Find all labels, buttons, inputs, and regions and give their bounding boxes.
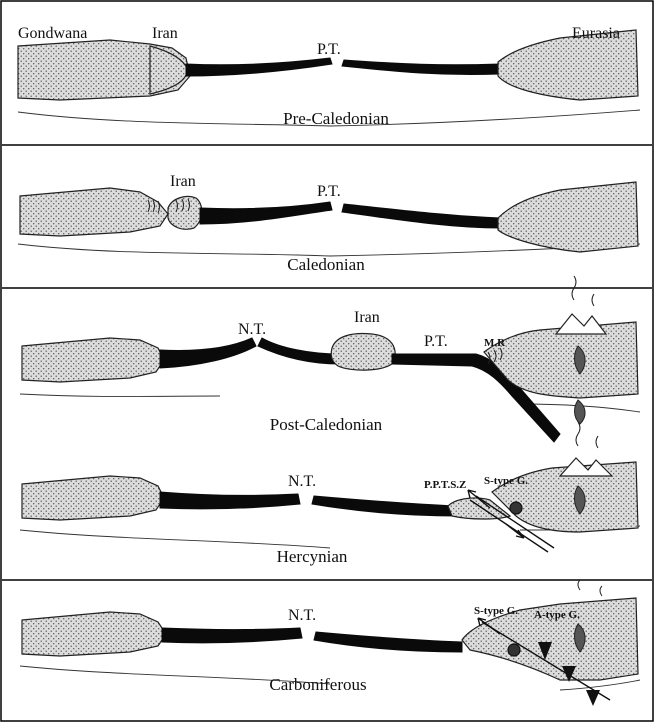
label-s-type-g: S-type G. xyxy=(484,475,528,487)
label-pt: P.T. xyxy=(424,333,448,350)
label-mr: M.R xyxy=(484,337,506,349)
label-nt: N.T. xyxy=(288,607,316,624)
panel-pre-caledonian: Gondwana Iran P.T. Eurasia Pre-Caledonia… xyxy=(18,25,640,128)
label-iran: Iran xyxy=(152,25,178,42)
panel-carboniferous: N.T. S-type G. A-type G. Carboniferous xyxy=(20,580,640,706)
magma-drop-icon xyxy=(575,400,586,424)
ocean-slab-right xyxy=(312,496,456,516)
label-iran: Iran xyxy=(170,173,196,190)
panel-hercynian: N.T. P.P.T.S.Z S-type G. Hercynian xyxy=(20,422,640,566)
panel-post-caledonian: N.T. Iran P.T. M.R Post-Caledonian xyxy=(20,276,640,442)
smoke-icon xyxy=(592,294,594,306)
smoke-icon xyxy=(576,422,580,446)
mantle-line-right xyxy=(560,680,640,690)
label-s-type-g: S-type G. xyxy=(474,605,518,617)
iran-crust xyxy=(331,334,395,371)
gondwana-crust xyxy=(22,338,164,382)
s-type-granite-icon xyxy=(510,502,522,514)
s-type-granite-icon xyxy=(508,644,520,656)
iran-crust xyxy=(168,196,202,229)
label-a-type-g: A-type G. xyxy=(534,609,580,621)
label-gondwana: Gondwana xyxy=(18,25,87,42)
label-pt: P.T. xyxy=(317,41,341,58)
a-type-granite-icon xyxy=(586,690,600,706)
ocean-slab-left xyxy=(186,58,332,76)
ocean-slab-left xyxy=(160,492,300,509)
iran-crust xyxy=(150,46,188,94)
caption-pre-caledonian: Pre-Caledonian xyxy=(283,109,389,128)
eurasia-crust xyxy=(498,182,638,252)
mantle-line xyxy=(20,530,330,548)
caption-post-caledonian: Post-Caledonian xyxy=(270,415,383,434)
gondwana-crust xyxy=(20,188,168,236)
label-pt: P.T. xyxy=(317,183,341,200)
smoke-icon xyxy=(600,586,602,596)
ocean-slab-left xyxy=(160,338,256,368)
gondwana-crust xyxy=(22,476,164,520)
ocean-slab-left xyxy=(200,202,332,224)
label-ppts-z: P.P.T.S.Z xyxy=(424,479,466,491)
ocean-slab-left xyxy=(162,628,302,643)
caption-hercynian: Hercynian xyxy=(277,547,348,566)
label-nt: N.T. xyxy=(238,321,266,338)
label-iran: Iran xyxy=(354,309,380,326)
smoke-icon xyxy=(578,580,580,590)
caption-caledonian: Caledonian xyxy=(287,255,365,274)
smoke-icon xyxy=(596,436,598,448)
caption-carboniferous: Carboniferous xyxy=(269,675,366,694)
ocean-slab-right xyxy=(342,60,500,75)
ocean-slab-right xyxy=(314,632,462,652)
volcano-icon xyxy=(556,314,606,334)
label-eurasia: Eurasia xyxy=(572,25,620,42)
panel-caledonian: Iran P.T. Caledonian xyxy=(18,173,640,274)
mantle-line xyxy=(20,394,220,397)
label-nt: N.T. xyxy=(288,473,316,490)
ocean-slab-right xyxy=(342,204,500,228)
gondwana-crust xyxy=(22,612,166,656)
ocean-slab-middle xyxy=(258,338,340,364)
